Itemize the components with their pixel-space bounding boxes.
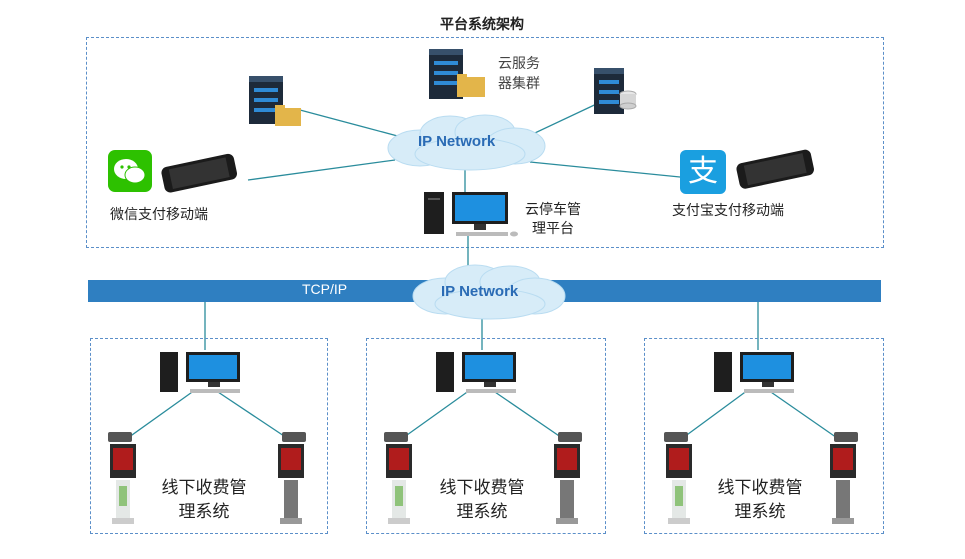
smartphone-icon	[161, 153, 238, 193]
wechat-label: 微信支付移动端	[110, 207, 208, 223]
alipay-icon: 支	[680, 150, 726, 194]
wechat-icon	[108, 150, 152, 192]
cloud-server-label: 云服务 器集群	[498, 56, 540, 92]
cloud-icon	[387, 114, 546, 171]
offline-system-frame-1	[90, 338, 328, 534]
platform-frame	[86, 37, 884, 248]
offline-system-label-2: 线下收费管 理系统	[439, 478, 525, 522]
alipay-label: 支付宝支付移动端	[672, 203, 784, 219]
parking-gate-icon	[664, 432, 692, 524]
parking-gate-icon	[830, 432, 858, 524]
cloud-network-label: IP Network	[418, 133, 496, 150]
parking-gate-icon	[554, 432, 582, 524]
offline-system-frame-3	[644, 338, 884, 534]
server-folder-icon	[429, 49, 485, 99]
offline-system-frame-2	[366, 338, 606, 534]
diagram-title: 平台系统架构	[440, 17, 524, 33]
desktop-computer-icon	[424, 192, 518, 237]
parking-gate-icon	[278, 432, 306, 524]
smartphone-icon	[736, 149, 814, 189]
server-database-icon	[594, 68, 637, 114]
desktop-computer-icon	[714, 352, 794, 393]
tcp-ip-label: TCP/IP	[302, 281, 348, 297]
offline-system-label-1: 线下收费管 理系统	[161, 478, 247, 522]
management-platform-label: 云停车管 理平台	[525, 202, 581, 237]
desktop-computer-icon	[436, 352, 516, 393]
server-folder-icon	[249, 76, 301, 126]
parking-gate-icon	[384, 432, 412, 524]
desktop-computer-icon	[160, 352, 240, 393]
offline-system-label-3: 线下收费管 理系统	[717, 478, 803, 522]
bus-cloud-network-label: IP Network	[441, 283, 519, 300]
parking-gate-icon	[108, 432, 136, 524]
cloud-icon	[412, 264, 566, 320]
